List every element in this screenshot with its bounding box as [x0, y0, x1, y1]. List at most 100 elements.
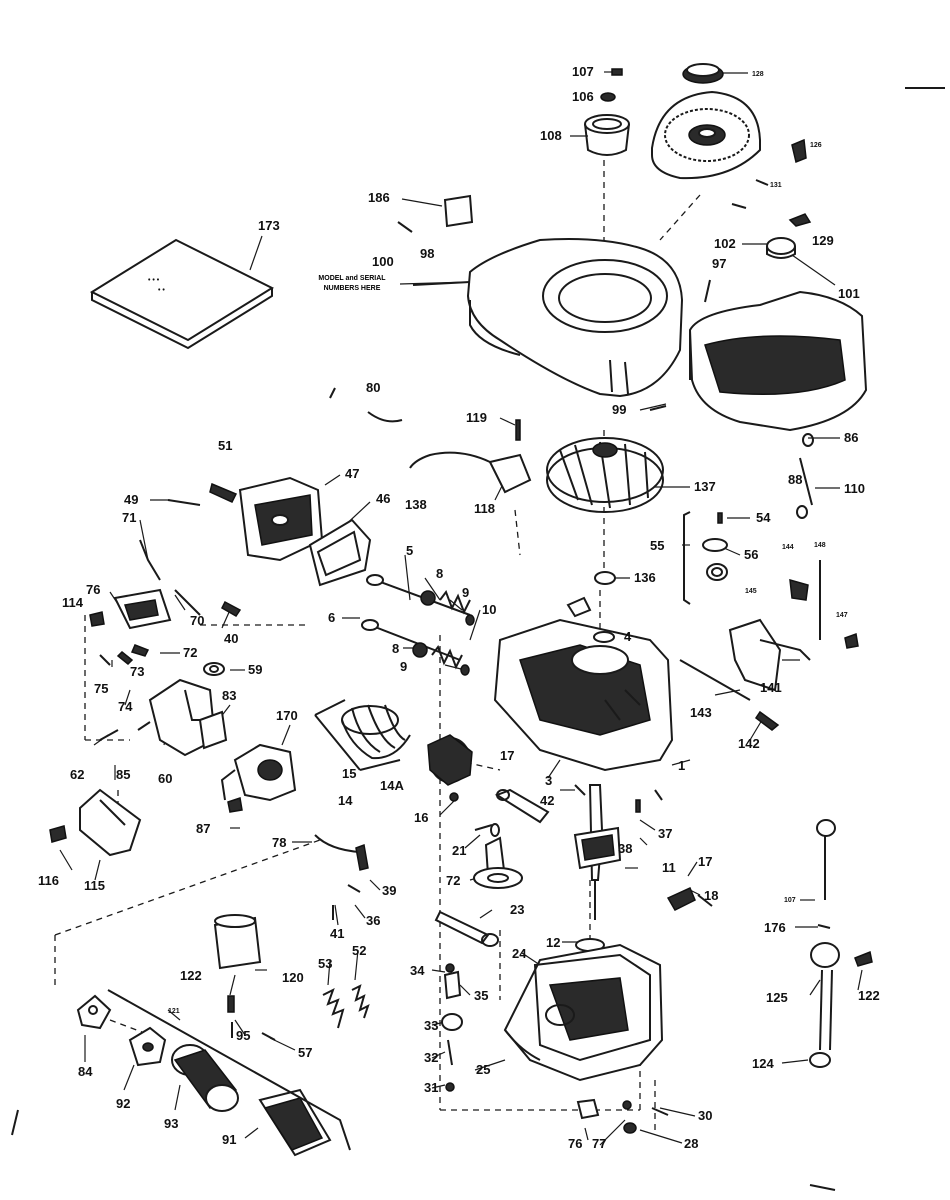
spring-52	[351, 984, 370, 1019]
screws-62	[99, 721, 151, 741]
screw-18	[697, 894, 713, 907]
callout: 115	[84, 878, 105, 893]
callout: 110	[844, 481, 865, 496]
callout: 6	[328, 610, 335, 625]
callout: 118	[474, 501, 495, 516]
screw-116	[49, 825, 67, 843]
plate-55	[702, 538, 728, 552]
callout: 28	[684, 1136, 698, 1151]
cam-gear-72	[473, 836, 523, 889]
callout: 108	[540, 128, 562, 143]
callout: 15	[342, 766, 356, 781]
callout: 41	[330, 926, 344, 941]
callout: 76	[86, 582, 100, 597]
callout: 62	[70, 767, 84, 782]
callout: 148	[814, 542, 826, 549]
edge-mark-2	[11, 1109, 19, 1136]
callout: 52	[352, 943, 366, 958]
callout: 4	[624, 629, 632, 644]
callout: 60	[158, 771, 172, 786]
callout: 3	[545, 773, 552, 788]
cover-115	[79, 788, 142, 857]
callout: 49	[124, 492, 138, 507]
manual-173: • • • • •	[89, 238, 275, 350]
callout: 173	[258, 218, 280, 233]
callout: 78	[272, 835, 286, 850]
callout: 76	[568, 1136, 582, 1151]
washer-56	[706, 563, 728, 581]
callout: 5	[406, 543, 413, 558]
callout: 84	[78, 1064, 93, 1079]
callout: 145	[745, 588, 757, 595]
screw-72	[130, 644, 150, 657]
key-37b	[654, 789, 663, 801]
piston-14A	[427, 734, 473, 786]
retainer-10b	[460, 664, 470, 676]
pin-32	[447, 1039, 453, 1066]
callout: 55	[650, 538, 664, 553]
callout: 126	[810, 142, 822, 149]
screw-73	[116, 650, 134, 666]
callout: 122	[858, 988, 880, 1003]
fuel-tank-101	[688, 290, 868, 432]
callout: 137	[694, 479, 716, 494]
callout: 12	[546, 935, 560, 950]
seal-4	[593, 631, 615, 643]
callout: 53	[318, 956, 332, 971]
callout: 31	[424, 1080, 438, 1095]
screw-97	[704, 279, 711, 303]
bracket-141	[728, 618, 811, 692]
gasket-46-inner	[316, 530, 362, 577]
callout: 106	[572, 89, 594, 104]
fuel-cap-102	[766, 237, 796, 259]
screw-122b	[854, 950, 873, 967]
spring-71	[139, 539, 161, 581]
callout: 73	[130, 664, 144, 679]
screw-30	[651, 1107, 669, 1116]
callout: 142	[738, 736, 760, 751]
filter-120	[213, 914, 262, 970]
callout: 39	[382, 883, 396, 898]
filter-93	[171, 1044, 239, 1112]
rod-23-end	[481, 933, 499, 947]
callout: 98	[420, 246, 434, 261]
filter-frame	[107, 989, 351, 1151]
callout: 47	[345, 466, 359, 481]
callout: 77	[592, 1136, 606, 1151]
callout: 23	[510, 902, 524, 917]
rod-110	[799, 457, 813, 506]
spring-9a	[439, 589, 471, 615]
leader-lines	[59, 71, 863, 1146]
callout: 9	[462, 585, 469, 600]
callout: 114	[62, 595, 84, 610]
retainer-8b	[412, 642, 428, 658]
carburetor-170	[220, 743, 297, 802]
link-70	[174, 589, 201, 616]
pulley-108	[584, 114, 630, 156]
callout: 70	[190, 613, 204, 628]
callout: 144	[782, 544, 794, 551]
spring-53	[322, 987, 345, 1029]
callout: 125	[766, 990, 788, 1005]
solenoid-145	[789, 578, 809, 601]
callout: 8	[436, 566, 443, 581]
callout: 80	[366, 380, 380, 395]
screw-21	[474, 824, 493, 831]
callout: 97	[712, 256, 726, 271]
callout: 99	[612, 402, 626, 417]
nut-28	[623, 1122, 637, 1134]
conrod-17-eye	[496, 789, 510, 801]
callout: 18	[704, 888, 718, 903]
plate-43	[566, 596, 592, 618]
screw-131b	[731, 203, 747, 209]
screw-142	[754, 710, 780, 731]
callout: 59	[248, 662, 262, 677]
callout: 75	[94, 681, 108, 696]
callout: 87	[196, 821, 210, 836]
callout: 72	[446, 873, 460, 888]
callout: 131	[770, 182, 782, 189]
callout: 32	[424, 1050, 438, 1065]
rewind-starter-128	[651, 63, 761, 180]
callout: 71	[122, 510, 136, 525]
callout: 120	[282, 970, 304, 985]
